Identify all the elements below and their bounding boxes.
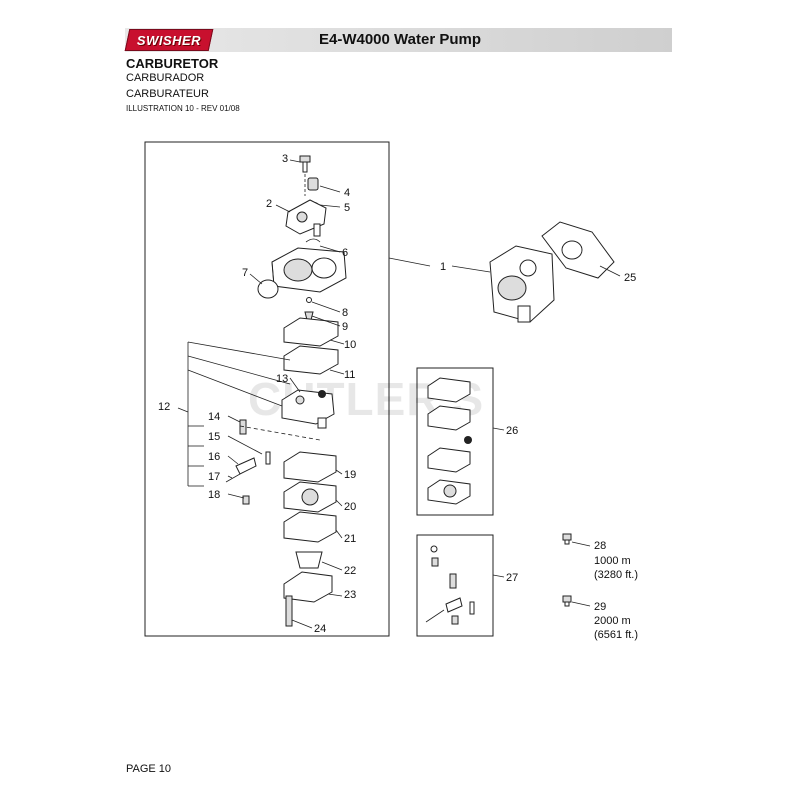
altitude-28-feet: (3280 ft.) (594, 569, 638, 581)
header-bar (125, 28, 672, 52)
part-18-screw (242, 495, 250, 505)
kit-26-gaskets (427, 377, 472, 505)
callout-18: 18 (208, 489, 220, 501)
part-6-clip (305, 238, 321, 243)
callout-5: 5 (344, 202, 350, 214)
callout-22: 22 (344, 565, 356, 577)
part-11-diaphragm (283, 345, 339, 375)
callout-28: 28 (594, 540, 606, 552)
callout-1: 1 (440, 261, 446, 273)
part-22-primer-cup (295, 551, 323, 569)
part-17-shaft (225, 473, 241, 483)
callout-8: 8 (342, 307, 348, 319)
part-13-pump-body (281, 389, 335, 429)
callout-19: 19 (344, 469, 356, 481)
part-2-cover (285, 199, 327, 237)
callout-7: 7 (242, 267, 248, 279)
altitude-28-meters: 1000 m (594, 555, 631, 567)
callout-26: 26 (506, 425, 518, 437)
callout-29: 29 (594, 601, 606, 613)
callout-2: 2 (266, 198, 272, 210)
part-8-ball (306, 297, 312, 303)
section-subtitle-spanish: CARBURADOR (126, 72, 205, 84)
kit-26-frame (416, 367, 494, 516)
leader-lines (177, 159, 621, 629)
callout-15: 15 (208, 431, 220, 443)
carburetor-body (271, 247, 347, 293)
part-14-spring (239, 419, 247, 435)
callout-16: 16 (208, 451, 220, 463)
callout-24: 24 (314, 623, 326, 635)
part-28-main-jet (562, 533, 572, 545)
part-19-gasket (283, 451, 337, 483)
callout-10: 10 (344, 339, 356, 351)
part-7-oring (257, 279, 279, 299)
kit-27-parts (425, 545, 475, 625)
callout-6: 6 (342, 247, 348, 259)
callout-21: 21 (344, 533, 356, 545)
part-1-carburetor-assembly (489, 245, 555, 323)
callout-12: 12 (158, 401, 170, 413)
part-10-gasket (283, 317, 339, 347)
callout-3: 3 (282, 153, 288, 165)
part-25-insulator-gasket (541, 221, 615, 279)
callout-13: 13 (276, 373, 288, 385)
kit-27-frame (416, 534, 494, 637)
callout-4: 4 (344, 187, 350, 199)
callout-23: 23 (344, 589, 356, 601)
illustration-revision: ILLUSTRATION 10 - REV 01/08 (126, 104, 240, 113)
part-3-screw (299, 155, 311, 196)
altitude-29-meters: 2000 m (594, 615, 631, 627)
callout-27: 27 (506, 572, 518, 584)
callout-9: 9 (342, 321, 348, 333)
callout-17: 17 (208, 471, 220, 483)
section-subtitle-french: CARBURATEUR (126, 88, 209, 100)
part-20-diaphragm (283, 481, 337, 513)
part-4-fitting (307, 177, 319, 191)
callout-25: 25 (624, 272, 636, 284)
part-15-pin (265, 451, 271, 465)
part-23-cover (283, 571, 333, 603)
part-16-lever (235, 457, 257, 475)
altitude-29-feet: (6561 ft.) (594, 629, 638, 641)
section-title: CARBURETOR (126, 56, 219, 71)
main-assembly-frame (144, 141, 390, 637)
callout-20: 20 (344, 501, 356, 513)
page-number: PAGE 10 (126, 763, 172, 775)
page-title: E4-W4000 Water Pump (319, 31, 481, 48)
part-21-gasket (283, 511, 337, 543)
part-24-screw (285, 595, 293, 627)
part-29-main-jet (562, 595, 572, 607)
callout-14: 14 (208, 411, 220, 423)
callout-11: 11 (344, 369, 355, 381)
